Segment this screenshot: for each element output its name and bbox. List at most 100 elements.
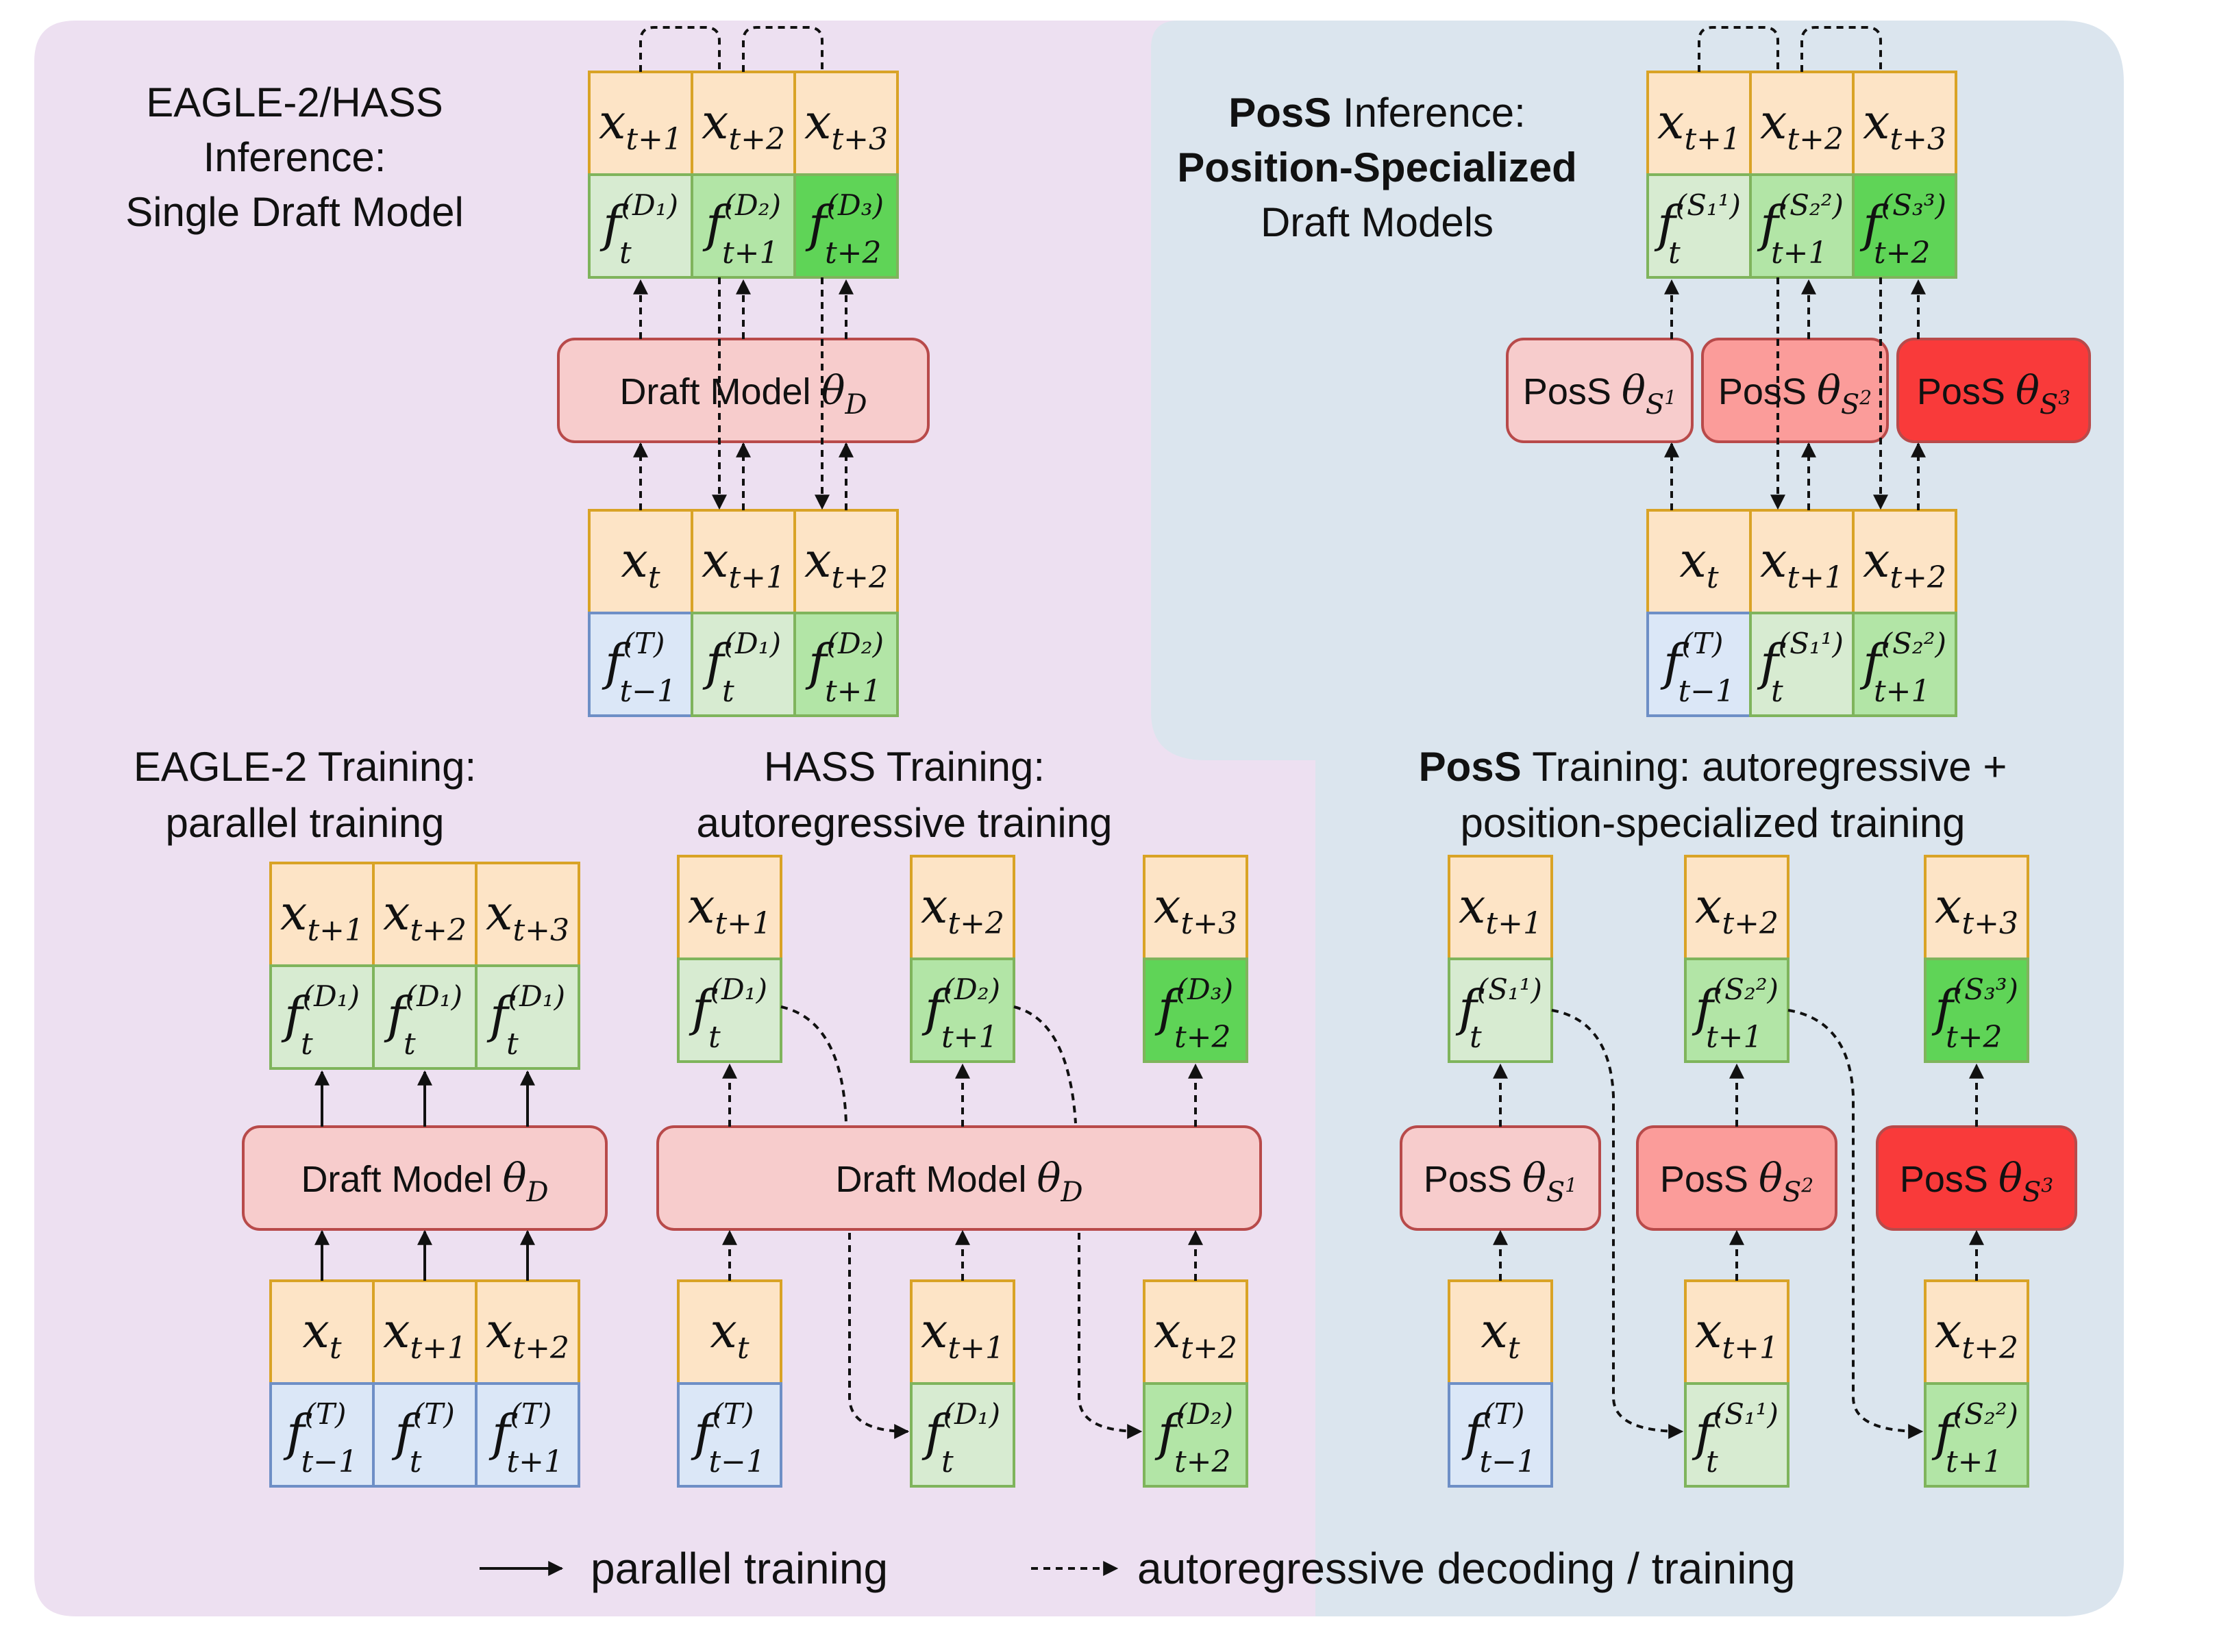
pt-bot-f2-label: f(S₂²)t+1: [1931, 1397, 2018, 1479]
hass-top-x1-cell: [677, 855, 782, 960]
hass-bot-x2-label: xt+2: [1154, 1303, 1237, 1366]
et-bot-f2-cell: [475, 1382, 580, 1488]
hass-bot-f2-label: f(D₂)t+2: [1154, 1397, 1233, 1479]
pt-feedback-1: [1551, 1009, 1684, 1439]
eagle-training-title-line: parallel training: [166, 800, 445, 846]
ei-top-x2-label: xt+2: [702, 94, 785, 157]
pt-bot-x1-cell: [1684, 1279, 1789, 1385]
pt-bot-x0-label: xt: [1481, 1303, 1520, 1366]
et-top-x3-label: xt+3: [486, 885, 569, 948]
pt-poss-model-3-label: PosS θS3: [1900, 1155, 2053, 1208]
et-top-x1-label: xt+1: [280, 885, 364, 948]
pi-top-f2-label: f(S₂²)t+1: [1757, 188, 1844, 271]
pt-top-f3-label: f(S₃³)t+2: [1931, 973, 2018, 1055]
poss-inference-title-line: Position-Specialized: [1177, 145, 1576, 190]
eagle-inference-title-line: Single Draft Model: [125, 189, 464, 235]
hass-bot-f1-label: f(D₁)t: [921, 1397, 1000, 1479]
pi-poss-model-1: [1506, 338, 1694, 443]
poss-inference-title-line: PosS Inference:: [1228, 90, 1526, 136]
hass-top-x1-label: xt+1: [688, 878, 771, 941]
et-bot-x0-cell: [269, 1279, 375, 1385]
hass-top-f2-cell: [910, 958, 1015, 1063]
pi-bot-x1-cell: [1749, 509, 1855, 614]
pt-bot-x1-label: xt+1: [1695, 1303, 1779, 1366]
pi-top-x3-cell: [1852, 71, 1957, 176]
hass-training-title-line: HASS Training:: [764, 744, 1045, 790]
pt-top-f2-cell: [1684, 958, 1789, 1063]
ei-loop-1: [639, 26, 721, 72]
ei-top-x3-label: xt+3: [804, 94, 888, 157]
pi-top-f1-label: f(S₁¹)t: [1654, 188, 1741, 271]
hass-draft-model-label: Draft Model θD: [835, 1155, 1082, 1208]
pt-poss-model-2-label: PosS θS2: [1660, 1155, 1813, 1208]
pt-bot-f0-cell: [1448, 1382, 1553, 1488]
ei-bot-x2-label: xt+2: [804, 532, 888, 595]
ei-bot-x0-label: xt: [621, 532, 660, 595]
pi-bot-x2-label: xt+2: [1863, 532, 1946, 595]
eagle-inference-title-line: Inference:: [203, 134, 386, 180]
et-top-x1-cell: [269, 862, 375, 967]
hass-bot-x2-cell: [1143, 1279, 1248, 1385]
ei-bot-f2-label: f(D₂)t+1: [805, 627, 884, 709]
ei-top-x1-cell: [588, 71, 693, 176]
hass-top-x2-cell: [910, 855, 1015, 960]
ei-top-x1-label: xt+1: [599, 94, 682, 157]
et-bot-f0-label: f(T)t−1: [283, 1397, 358, 1479]
pt-top-x2-cell: [1684, 855, 1789, 960]
pi-poss-model-1-label: PosS θS1: [1523, 367, 1676, 421]
pi-bot-x0-label: xt: [1679, 532, 1718, 595]
ei-top-f3-cell: [793, 173, 899, 279]
et-draft-model-label: Draft Model θD: [301, 1155, 548, 1208]
hass-top-f3-cell: [1143, 958, 1248, 1063]
hass-bot-f2-cell: [1143, 1382, 1248, 1488]
diagram-content: EAGLE-2/HASS Inference: Single Draft Model…: [125, 26, 2091, 1593]
pt-top-f2-label: f(S₂²)t+1: [1692, 973, 1779, 1055]
poss-training-title-line: position-specialized training: [1460, 800, 1965, 846]
ei-bot-f2-cell: [793, 612, 899, 717]
pi-top-x2-label: xt+2: [1760, 94, 1844, 157]
et-bot-x0-label: xt: [302, 1303, 341, 1366]
pi-bot-x2-cell: [1852, 509, 1957, 614]
hass-feedback-1: [780, 1005, 908, 1431]
pt-top-x3-label: xt+3: [1935, 878, 2018, 941]
pi-bot-f2-cell: [1852, 612, 1957, 717]
pt-bot-x2-label: xt+2: [1935, 1303, 2018, 1366]
pi-top-x1-label: xt+1: [1657, 94, 1741, 157]
pt-top-f1-cell: [1448, 958, 1553, 1063]
pi-bot-f1-cell: [1749, 612, 1855, 717]
poss-inference-title-line: Draft Models: [1261, 199, 1494, 245]
pt-bot-f1-cell: [1684, 1382, 1789, 1488]
eagle-inference-title-line: EAGLE-2/HASS: [146, 79, 443, 125]
pt-top-x1-cell: [1448, 855, 1553, 960]
hass-bot-x0-label: xt: [710, 1303, 749, 1366]
et-bot-f2-label: f(T)t+1: [488, 1397, 563, 1479]
pt-top-x2-label: xt+2: [1695, 878, 1779, 941]
pt-top-f1-label: f(S₁¹)t: [1455, 973, 1542, 1055]
pi-bot-x1-label: xt+1: [1760, 532, 1844, 595]
hass-training-title-line: autoregressive training: [696, 800, 1112, 846]
pi-top-f3-label: f(S₃³)t+2: [1859, 188, 1946, 271]
pi-poss-model-2: [1701, 338, 1889, 443]
ei-bot-f0-cell: [588, 612, 693, 717]
pt-bot-f2-cell: [1924, 1382, 2029, 1488]
pi-top-f3-cell: [1852, 173, 1957, 279]
et-top-x2-cell: [372, 862, 478, 967]
poss-training-title-line: PosS Training: autoregressive +: [1419, 744, 2007, 790]
et-top-f3-cell: [475, 964, 580, 1070]
pt-poss-model-1-label: PosS θS1: [1424, 1155, 1577, 1208]
et-bot-f0-cell: [269, 1382, 375, 1488]
pi-bot-f0-cell: [1646, 612, 1752, 717]
pi-poss-model-3: [1896, 338, 2091, 443]
ei-top-f2-label: f(D₂)t+1: [702, 188, 781, 271]
pi-poss-model-2-label: PosS θS2: [1718, 367, 1872, 421]
et-top-x2-label: xt+2: [383, 885, 467, 948]
pt-top-x3-cell: [1924, 855, 2029, 960]
ei-top-f1-cell: [588, 173, 693, 279]
pi-loop-1: [1698, 26, 1779, 72]
et-bot-x2-label: xt+2: [486, 1303, 569, 1366]
pt-top-f3-cell: [1924, 958, 2029, 1063]
hass-top-f1-cell: [677, 958, 782, 1063]
pi-bot-f0-label: f(T)t−1: [1660, 627, 1735, 709]
pi-top-x3-label: xt+3: [1863, 94, 1946, 157]
